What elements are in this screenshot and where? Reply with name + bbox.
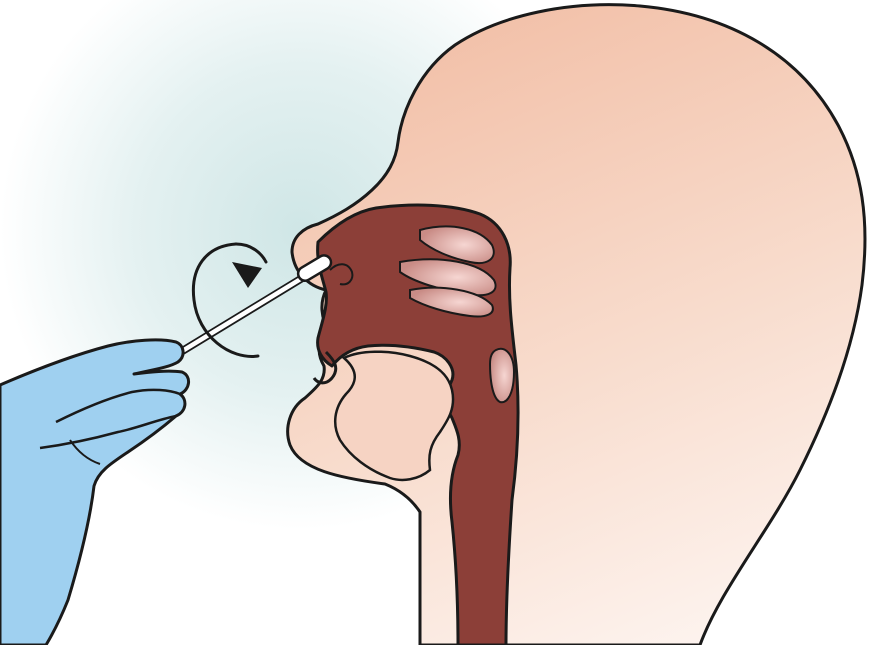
adenoid-tissue <box>490 349 514 402</box>
